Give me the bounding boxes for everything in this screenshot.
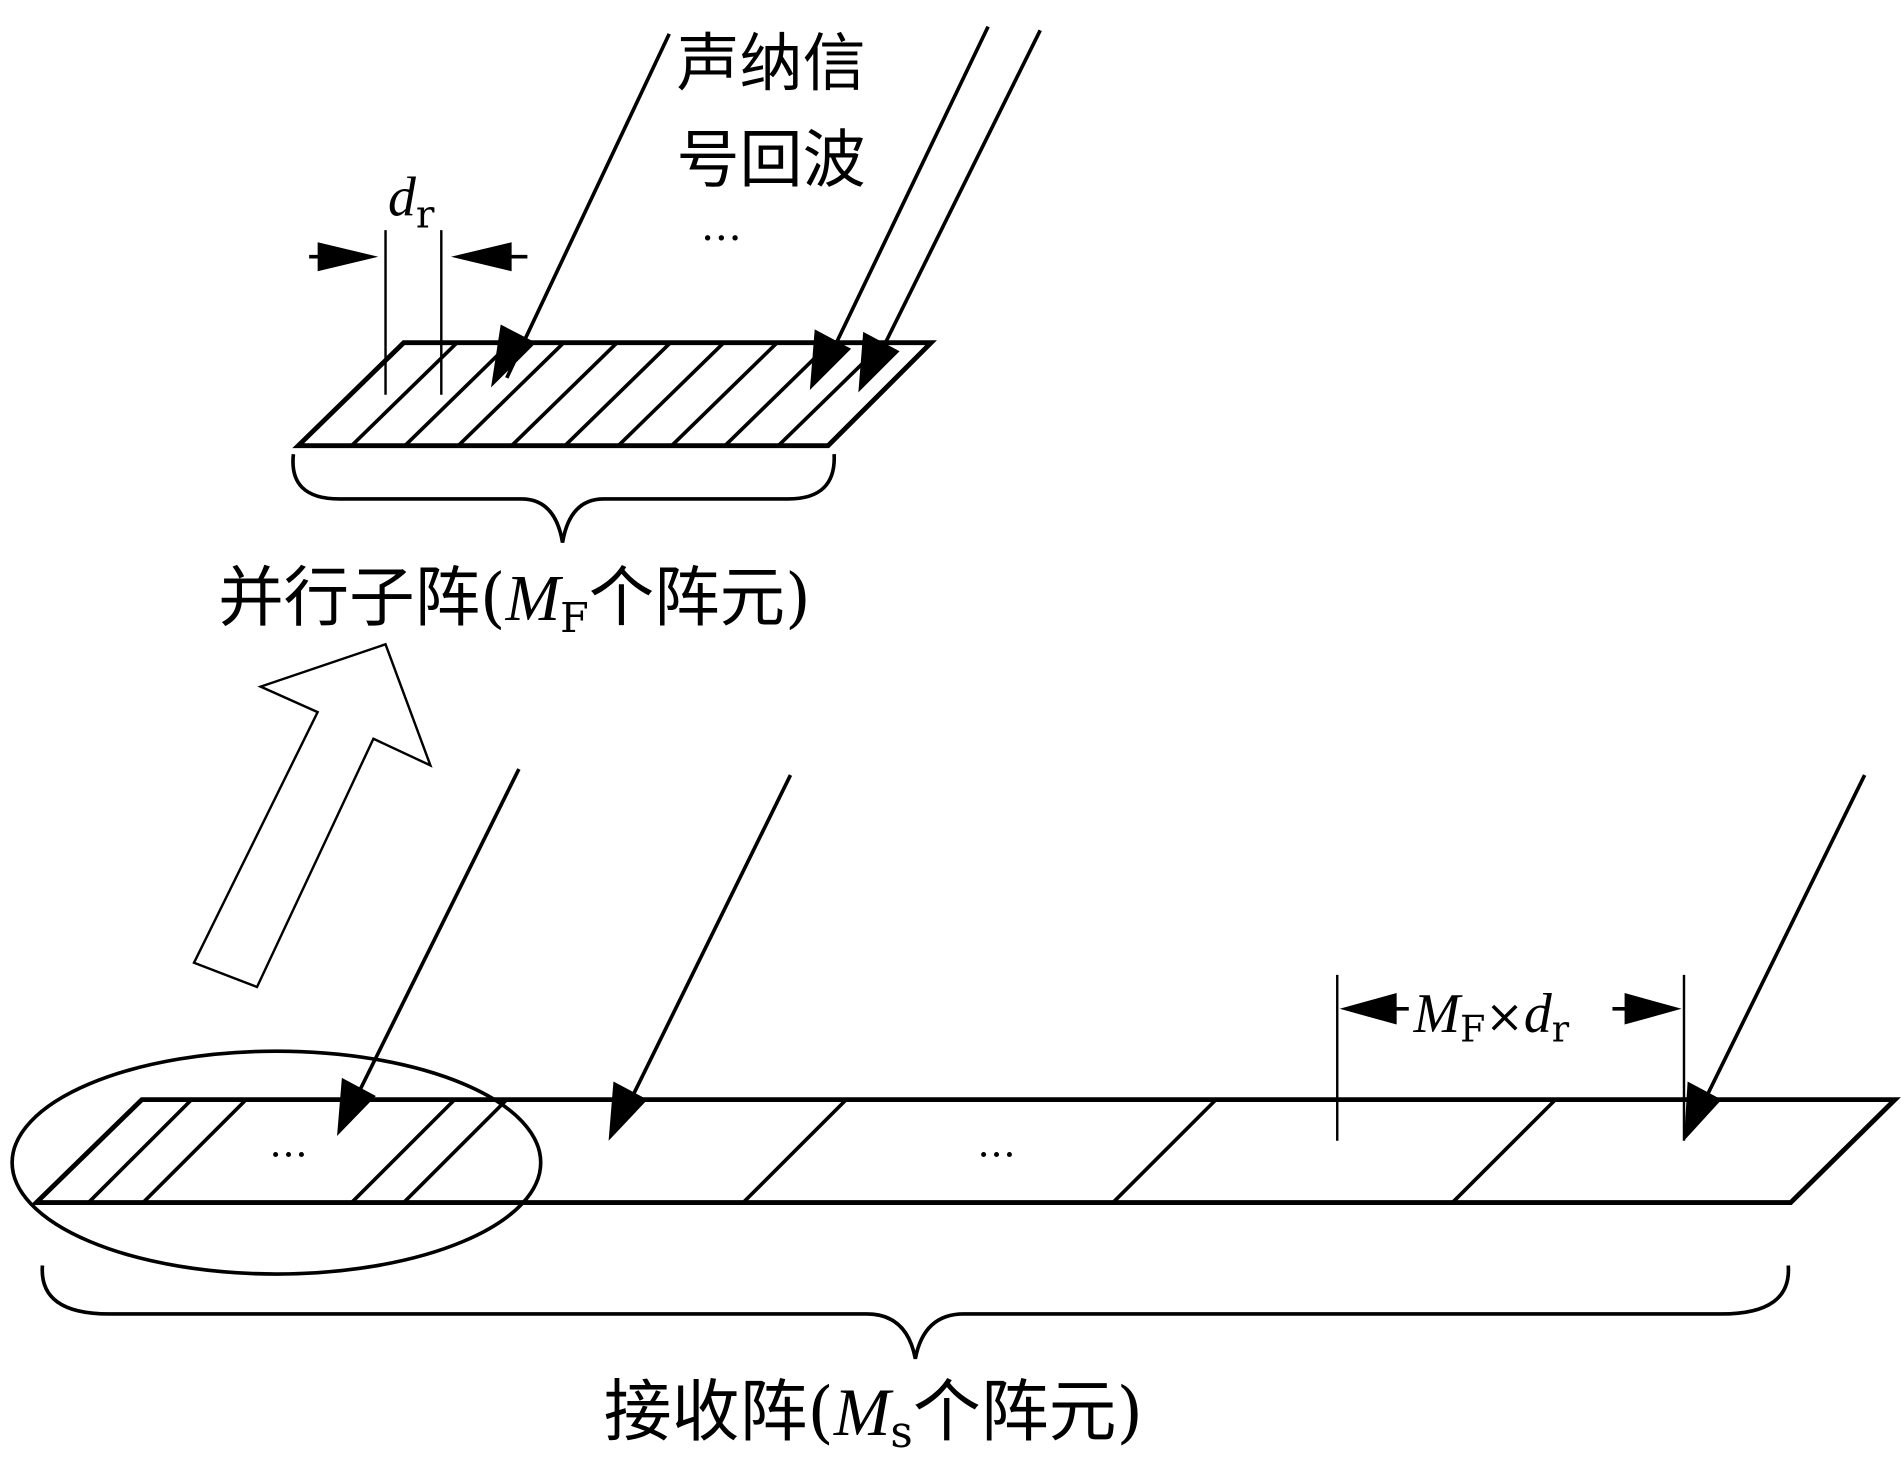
zoom-hollow-arrow (192, 642, 433, 989)
element-divider (670, 341, 779, 447)
echo-arrows-bottom (337, 768, 1867, 1141)
element-divider (510, 341, 619, 447)
element-divider (403, 341, 512, 447)
element-divider (141, 1098, 248, 1204)
element-divider (617, 341, 726, 447)
element-divider (1111, 1098, 1218, 1204)
receive-array-brace (40, 1265, 1791, 1360)
element-divider (563, 341, 672, 447)
element-divider (1451, 1098, 1557, 1204)
echo-ellipsis: … (701, 202, 742, 250)
span-arrow-left (1339, 993, 1397, 1025)
subarray-label: 并行子阵(MF个阵元) (218, 560, 810, 642)
dr-arrow-left (309, 242, 379, 272)
element-divider (402, 1098, 509, 1204)
element-divider (457, 341, 566, 447)
span-label: MF×dr (1413, 983, 1570, 1051)
dr-arrow-right (451, 242, 528, 272)
array-ellipsis-1: … (269, 1122, 308, 1167)
echo-arrows-top (491, 25, 1042, 393)
sonar-echo-label-line1: 声纳信 (677, 27, 866, 100)
receive-array-label: 接收阵(Ms个阵元) (604, 1373, 1143, 1458)
subarray-highlight-ellipse (10, 1049, 543, 1276)
sonar-echo-label-line2: 号回波 (677, 124, 866, 197)
element-divider (87, 1098, 193, 1204)
dr-label: dr (388, 167, 435, 238)
receive-array (30, 1097, 1901, 1205)
subarray-brace (291, 453, 836, 543)
element-divider (741, 1098, 848, 1204)
span-arrow-right (1624, 993, 1682, 1025)
array-ellipsis-2: … (977, 1122, 1016, 1167)
element-divider (350, 341, 459, 447)
element-divider (350, 1098, 456, 1204)
